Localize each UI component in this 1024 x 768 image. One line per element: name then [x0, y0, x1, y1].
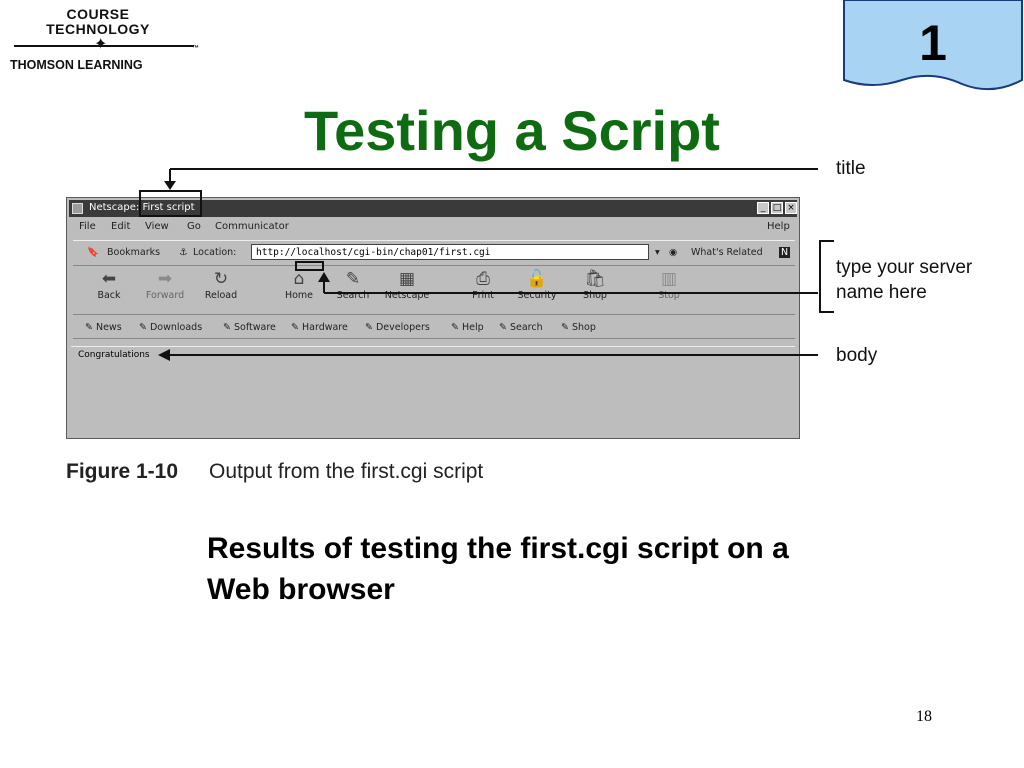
bookmarks-button[interactable]: Bookmarks [107, 247, 161, 258]
browser-window: Netscape: First script _ □ × File Edit V… [66, 197, 800, 439]
menu-communicator[interactable]: Communicator [215, 221, 289, 232]
maximize-button[interactable]: □ [771, 202, 783, 214]
reload-label: Reload [204, 290, 238, 301]
personal-hardware-label: Hardware [301, 322, 348, 333]
chapter-number: 1 [919, 15, 947, 71]
netscape-logo-icon: N [779, 247, 791, 258]
dropdown-icon[interactable]: ▾ [655, 247, 660, 258]
home-label: Home [284, 290, 314, 301]
location-icon: ⚓ [179, 247, 188, 258]
menu-file[interactable]: File [79, 221, 96, 232]
logo-line-thomson: THOMSON LEARNING [10, 58, 143, 72]
slide-subtext: Results of testing the first.cgi script … [207, 532, 789, 606]
annotation-body: body [836, 345, 878, 366]
title-arrowhead-icon [164, 181, 176, 190]
figure-caption-text: Output from the first.cgi script [209, 460, 484, 483]
netscape-button[interactable]: ▦Netscape [375, 268, 439, 312]
logo-line-technology: TECHNOLOGY [46, 21, 150, 37]
personal-search[interactable]: ✎ Search [499, 322, 543, 333]
browser-titlebar: Netscape: First script _ □ × [69, 200, 797, 217]
back-button[interactable]: ⬅Back [77, 268, 141, 312]
print-button[interactable]: ⎙Print [451, 268, 515, 312]
personal-downloads-label: Downloads [149, 322, 203, 333]
personal-news[interactable]: ✎ News [85, 322, 122, 333]
back-arrow-icon: ⬅ [101, 269, 117, 289]
figure-number: Figure 1-10 [66, 460, 179, 483]
logo-trademark: ™ [192, 45, 199, 52]
shop-label: Shop [583, 290, 607, 301]
forward-label: Forward [145, 290, 185, 301]
security-button[interactable]: 🔓Security [505, 268, 569, 312]
stop-button[interactable]: ▥Stop [637, 268, 701, 312]
whats-related-icon[interactable]: ◉ [669, 247, 678, 258]
lock-icon: 🔓 [526, 269, 548, 289]
home-icon: ⌂ [293, 269, 305, 289]
personal-news-label: News [95, 322, 122, 333]
print-icon: ⎙ [476, 269, 490, 289]
personal-software-label: Software [233, 322, 276, 333]
menu-edit[interactable]: Edit [111, 221, 131, 232]
personal-developers[interactable]: ✎ Developers [365, 322, 430, 333]
search-button[interactable]: ✎Search [321, 268, 385, 312]
course-technology-logo: COURSE TECHNOLOGY ✦ ™ THOMSON LEARNING [8, 6, 199, 74]
personal-software[interactable]: ✎ Software [223, 322, 276, 333]
window-title: Netscape: First script [89, 202, 195, 213]
menu-view[interactable]: View [145, 221, 169, 232]
chapter-tab: 1 [842, 0, 1024, 96]
stop-label: Stop [658, 290, 680, 301]
chapter-tab-shape [843, 0, 1023, 91]
menu-bar: File Edit View Go Communicator Help [69, 219, 797, 235]
forward-button[interactable]: ➡Forward [133, 268, 197, 312]
back-label: Back [97, 290, 121, 301]
server-bracket [819, 240, 834, 313]
navigation-toolbar: ⬅Back ➡Forward ↻Reload ⌂Home ✎Search ▦Ne… [73, 266, 795, 315]
search-icon: ✎ [345, 269, 361, 289]
reload-button[interactable]: ↻Reload [189, 268, 253, 312]
shop-button[interactable]: 🛍Shop [563, 268, 627, 312]
location-toolbar: 🔖 Bookmarks ⚓ Location: http://localhost… [73, 240, 795, 266]
security-label: Security [517, 290, 557, 301]
personal-downloads[interactable]: ✎ Downloads [139, 322, 203, 333]
personal-search-label: Search [509, 322, 543, 333]
reload-icon: ↻ [213, 269, 229, 289]
personal-toolbar: ✎ News ✎ Downloads ✎ Software ✎ Hardware… [73, 318, 795, 339]
bookmarks-icon[interactable]: 🔖 [87, 247, 99, 258]
annotation-server-line1: type your server [836, 257, 973, 278]
annotation-title: title [836, 158, 866, 179]
print-label: Print [472, 290, 494, 301]
page-body-text: Congratulations [78, 350, 150, 360]
logo-divider [14, 45, 194, 47]
shop-icon: 🛍 [584, 269, 606, 289]
personal-shop[interactable]: ✎ Shop [561, 322, 596, 333]
slide-title: Testing a Script [304, 99, 720, 162]
personal-help-label: Help [461, 322, 484, 333]
personal-developers-label: Developers [375, 322, 430, 333]
home-button[interactable]: ⌂Home [267, 268, 331, 312]
personal-shop-label: Shop [571, 322, 596, 333]
minimize-button[interactable]: _ [757, 202, 769, 214]
window-menu-icon[interactable] [72, 203, 83, 214]
netscape-icon: ▦ [398, 269, 416, 289]
figure-caption: Figure 1-10 Output from the first.cgi sc… [66, 460, 483, 484]
location-label: Location: [193, 247, 237, 258]
whats-related-button[interactable]: What's Related [691, 247, 763, 258]
url-input[interactable]: http://localhost/cgi-bin/chap01/first.cg… [251, 244, 649, 260]
stop-icon: ▥ [660, 269, 678, 289]
logo-star-icon: ✦ [94, 36, 108, 53]
menu-go[interactable]: Go [187, 221, 201, 232]
page-content-area[interactable]: Congratulations [71, 346, 795, 435]
page-number: 18 [916, 708, 932, 725]
personal-hardware[interactable]: ✎ Hardware [291, 322, 348, 333]
menu-help[interactable]: Help [767, 221, 790, 232]
forward-arrow-icon: ➡ [157, 269, 173, 289]
logo-line-course: COURSE [66, 6, 130, 22]
annotation-server-line2: name here [836, 282, 927, 303]
netscape-label: Netscape [384, 290, 430, 301]
search-label: Search [336, 290, 370, 301]
close-button[interactable]: × [785, 202, 797, 214]
personal-help[interactable]: ✎ Help [451, 322, 484, 333]
